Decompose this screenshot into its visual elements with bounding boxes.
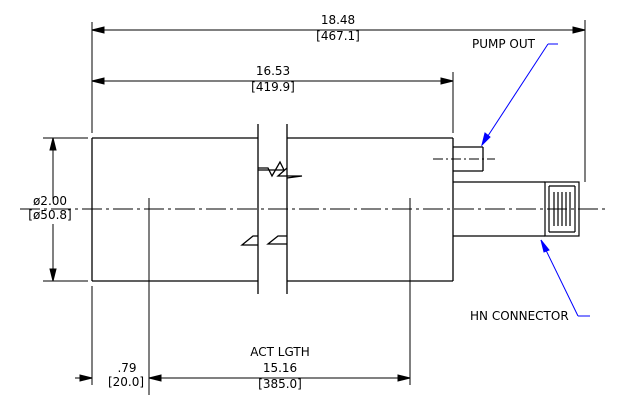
dimension-lines: [49, 26, 586, 382]
center-marks: [148, 203, 411, 215]
active-length-label: 15.16: [263, 361, 297, 375]
hn-connector-callout: HN CONNECTOR: [470, 309, 569, 323]
active-length-title: ACT LGTH: [250, 345, 309, 359]
pump-out-port: [433, 146, 495, 172]
overall-length-label: 18.48: [321, 13, 355, 27]
body-length-label: 16.53: [256, 64, 290, 78]
diameter-mm-label: [ø50.8]: [28, 208, 71, 222]
hn-connector: [544, 181, 580, 237]
connector-stem: [453, 181, 545, 237]
break-lines: [240, 124, 303, 294]
pump-out-callout: PUMP OUT: [472, 37, 536, 51]
diameter-label: ø2.00: [33, 194, 67, 208]
offset-label: .79: [117, 361, 136, 375]
overall-length-mm-label: [467.1]: [316, 29, 360, 43]
body-length-mm-label: [419.9]: [251, 80, 295, 94]
offset-mm-label: [20.0]: [108, 375, 144, 389]
extension-lines: [43, 20, 586, 395]
callout-leaders: [481, 43, 590, 317]
active-length-mm-label: [385.0]: [258, 377, 302, 391]
